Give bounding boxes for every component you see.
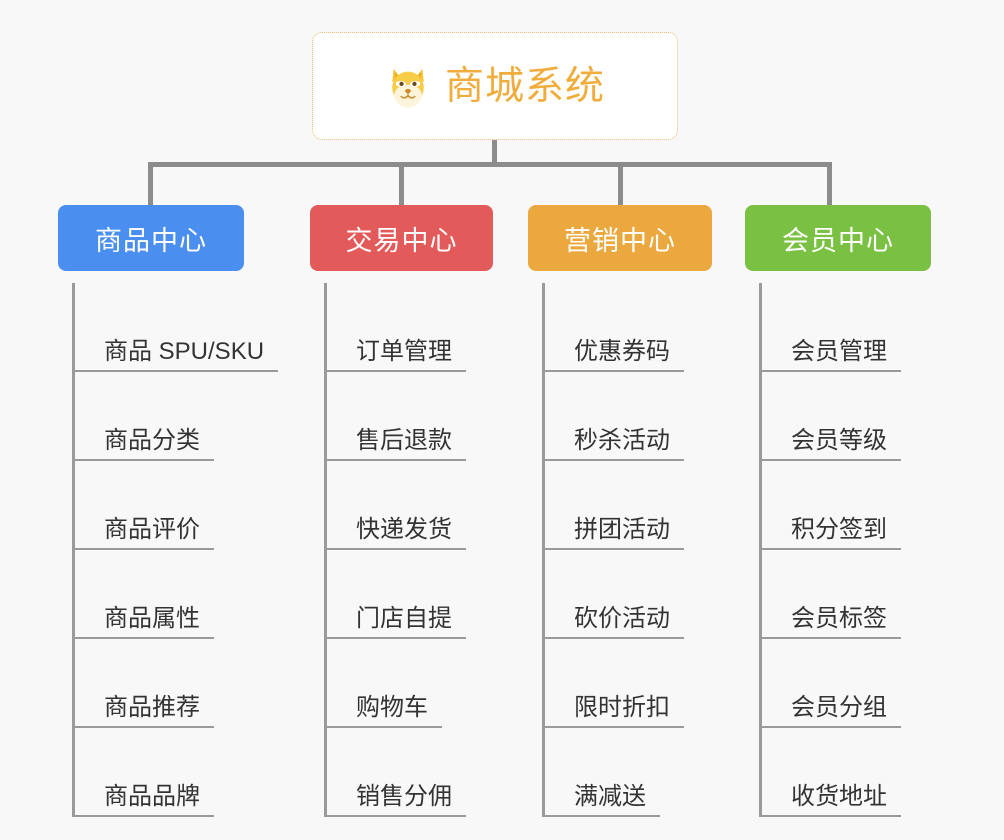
category-spine-3 — [542, 283, 545, 817]
leaf-label: 满减送 — [574, 782, 646, 810]
leaf-label: 砍价活动 — [574, 604, 670, 632]
leaf-label: 订单管理 — [356, 337, 452, 365]
leaf-label: 积分签到 — [791, 515, 887, 543]
leaf-label: 门店自提 — [356, 604, 452, 632]
category-items-3: 优惠券码 秒杀活动 拼团活动 砍价活动 限时折扣 满减送 — [528, 283, 712, 817]
list-item[interactable]: 商品评价 — [58, 461, 244, 550]
list-item[interactable]: 拼团活动 — [528, 461, 712, 550]
leaf-label: 销售分佣 — [356, 782, 452, 810]
leaf-label: 快递发货 — [356, 515, 452, 543]
category-header-2[interactable]: 交易中心 — [310, 205, 493, 271]
leaf-label: 会员管理 — [791, 337, 887, 365]
list-item[interactable]: 商品属性 — [58, 550, 244, 639]
list-item[interactable]: 收货地址 — [745, 728, 931, 817]
leaf-label: 商品推荐 — [104, 693, 200, 721]
leaf-label: 商品分类 — [104, 426, 200, 454]
leaf-label: 商品 SPU/SKU — [104, 337, 265, 365]
leaf-label: 会员等级 — [791, 426, 887, 454]
list-item[interactable]: 会员分组 — [745, 639, 931, 728]
leaf-label: 优惠券码 — [574, 337, 670, 365]
list-item[interactable]: 销售分佣 — [310, 728, 493, 817]
list-item[interactable]: 限时折扣 — [528, 639, 712, 728]
list-item[interactable]: 优惠券码 — [528, 283, 712, 372]
connector-drop-4 — [827, 162, 832, 205]
connector-stem — [492, 140, 497, 165]
list-item[interactable]: 满减送 — [528, 728, 712, 817]
list-item[interactable]: 门店自提 — [310, 550, 493, 639]
root-title: 商城系统 — [444, 64, 605, 108]
connector-bus — [148, 162, 832, 167]
leaf-label: 购物车 — [356, 693, 428, 721]
category-label-3: 营销中心 — [564, 225, 676, 256]
category-label-4: 会员中心 — [782, 225, 894, 256]
category-spine-2 — [324, 283, 327, 817]
connector-drop-3 — [618, 162, 623, 205]
category-header-4[interactable]: 会员中心 — [745, 205, 931, 271]
list-item[interactable]: 商品推荐 — [58, 639, 244, 728]
list-item[interactable]: 订单管理 — [310, 283, 493, 372]
list-item[interactable]: 砍价活动 — [528, 550, 712, 639]
category-label-2: 交易中心 — [345, 225, 458, 256]
leaf-label: 限时折扣 — [574, 693, 670, 721]
connector-drop-2 — [399, 162, 404, 205]
list-item[interactable]: 会员管理 — [745, 283, 931, 372]
root-node-shopping-mall-system[interactable]: 商城系统 — [312, 32, 678, 140]
leaf-label: 拼团活动 — [574, 515, 670, 543]
category-column-3: 营销中心 优惠券码 秒杀活动 拼团活动 砍价活动 限时折扣 满减送 — [528, 205, 712, 817]
list-item[interactable]: 售后退款 — [310, 372, 493, 461]
leaf-label: 商品属性 — [104, 604, 200, 632]
leaf-label: 商品评价 — [104, 515, 200, 543]
leaf-label: 商品品牌 — [104, 782, 200, 810]
list-item[interactable]: 快递发货 — [310, 461, 493, 550]
list-item[interactable]: 商品品牌 — [58, 728, 244, 817]
category-column-2: 交易中心 订单管理 售后退款 快递发货 门店自提 购物车 销售分佣 — [310, 205, 493, 817]
leaf-label: 秒杀活动 — [574, 426, 670, 454]
category-items-4: 会员管理 会员等级 积分签到 会员标签 会员分组 收货地址 — [745, 283, 931, 817]
leaf-label: 会员分组 — [791, 693, 887, 721]
list-item[interactable]: 积分签到 — [745, 461, 931, 550]
category-items-2: 订单管理 售后退款 快递发货 门店自提 购物车 销售分佣 — [310, 283, 493, 817]
leaf-label: 收货地址 — [791, 782, 887, 810]
list-item[interactable]: 会员等级 — [745, 372, 931, 461]
list-item[interactable]: 购物车 — [310, 639, 493, 728]
category-header-1[interactable]: 商品中心 — [58, 205, 244, 271]
list-item[interactable]: 商品分类 — [58, 372, 244, 461]
list-item[interactable]: 会员标签 — [745, 550, 931, 639]
category-label-1: 商品中心 — [95, 225, 207, 256]
category-column-1: 商品中心 商品 SPU/SKU 商品分类 商品评价 商品属性 商品推荐 商品品牌 — [58, 205, 279, 817]
category-header-3[interactable]: 营销中心 — [528, 205, 712, 271]
connector-drop-1 — [148, 162, 153, 205]
list-item[interactable]: 秒杀活动 — [528, 372, 712, 461]
category-spine-1 — [72, 283, 75, 817]
category-column-4: 会员中心 会员管理 会员等级 积分签到 会员标签 会员分组 收货地址 — [745, 205, 931, 817]
leaf-label: 售后退款 — [356, 426, 452, 454]
list-item[interactable]: 商品 SPU/SKU — [58, 283, 279, 372]
leaf-label: 会员标签 — [791, 604, 887, 632]
category-spine-4 — [759, 283, 762, 817]
category-items-1: 商品 SPU/SKU 商品分类 商品评价 商品属性 商品推荐 商品品牌 — [58, 283, 279, 817]
shiba-dog-icon — [392, 68, 424, 108]
